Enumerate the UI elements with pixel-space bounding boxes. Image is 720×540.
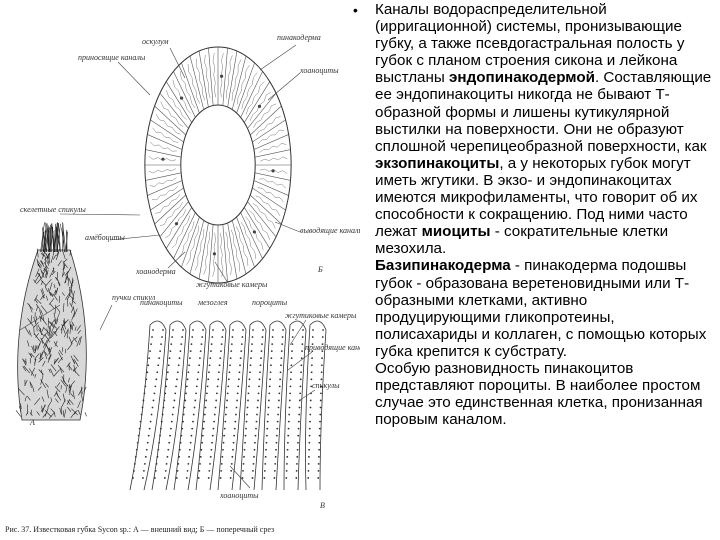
- radial-canal-section: [129, 320, 327, 491]
- label-leading-canals: выводящие каналы: [300, 226, 360, 235]
- label-flagellated-chambers-2: жгутиковые камеры: [285, 311, 357, 320]
- p1-text-a: Каналы водораспределительной (ирригацион…: [375, 1, 685, 87]
- label-choanoderm: хоанодерма: [135, 267, 176, 276]
- sponge-figure: оскулум пинакодерма приносящие каналы хо…: [5, 33, 360, 534]
- label-mesoglea: мезоглея: [197, 298, 228, 307]
- ring-cross-section: [144, 46, 292, 284]
- p1-text-g: - сократительные клетки мезохила.: [375, 223, 669, 258]
- label-osculum: оскулум: [142, 37, 168, 46]
- p1-term-exopinacocytes: экзопинакоциты: [375, 154, 500, 172]
- label-prosopyle-canals: приносящие каналы: [78, 53, 146, 62]
- paragraph-1-block: • Каналы водораспределительной (ирригаци…: [353, 1, 715, 257]
- label-pinacoderm-top: пинакодерма: [277, 33, 321, 42]
- label-spicules-side: спикулы: [312, 381, 340, 390]
- p1-term-myocytes: миоциты: [421, 223, 491, 241]
- label-letter-b-bottom: В: [320, 501, 325, 510]
- figure-caption: Рис. 37. Известковая губка Sycon sp.: А …: [5, 525, 274, 534]
- paragraph-3: Особую разновидность пинакоцитов предста…: [375, 360, 715, 428]
- text-column: • Каналы водораспределительной (ирригаци…: [353, 0, 715, 428]
- label-porocytes: пороциты: [252, 298, 288, 307]
- label-pinacocytes: пинакоциты: [140, 298, 183, 307]
- paragraph-2: Базипинакодерма - пинакодерма подошвы гу…: [375, 257, 715, 360]
- label-body-parts-a: пучки спикул: [112, 293, 156, 302]
- p2-text-b: - пинакодерма подошвы губок - образована…: [375, 257, 707, 360]
- p1-text-c: . Составляющие ее эндопинакоциты никогда…: [375, 69, 712, 155]
- paragraph-1: Каналы водораспределительной (ирригацион…: [375, 1, 715, 257]
- p2-term-basipinacoderm: Базипинакодерма: [375, 257, 511, 275]
- label-skeletal-spicules: скелетные спикулы: [20, 205, 86, 214]
- label-afferent-canals: приводящие каналы: [305, 343, 360, 352]
- label-choanocyte-top: хоаноциты: [299, 66, 339, 75]
- label-flagellated-chambers: жгутиковые камеры: [196, 280, 268, 289]
- p1-text-e: , а у некоторых губок могут иметь жгутик…: [375, 154, 698, 241]
- label-bottom-choanocytes: хоаноциты: [219, 491, 259, 500]
- p1-term-endopinacoderm: эндопинакодермой: [449, 69, 595, 87]
- p3-text-b: В наиболее простом случае это единственн…: [375, 377, 703, 429]
- p3-text-a: Особую разновидность пинакоцитов предста…: [375, 359, 634, 395]
- label-letter-b-top: Б: [317, 265, 323, 274]
- label-amoebocytes: амёбоциты: [85, 233, 125, 242]
- label-letter-a: А: [29, 418, 35, 427]
- bullet-icon: •: [353, 2, 358, 18]
- leader-lines: [19, 44, 316, 489]
- sponge-external-view: [15, 222, 87, 421]
